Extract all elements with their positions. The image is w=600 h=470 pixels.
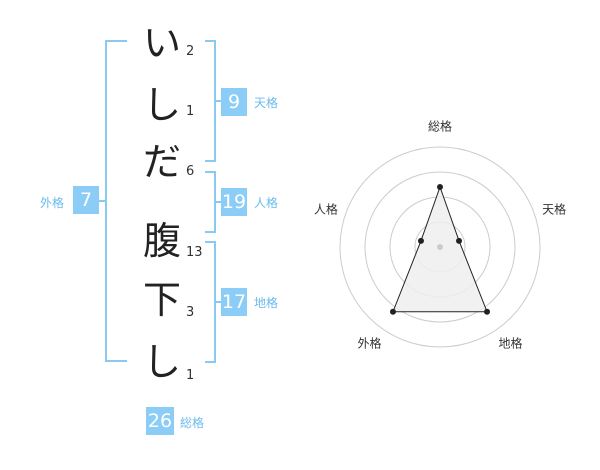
name-char: だ — [142, 140, 181, 184]
radar-center-dot — [437, 244, 443, 250]
name-char: し — [142, 83, 181, 127]
sokaku-value: 26 — [146, 407, 174, 435]
radar-ring — [364, 171, 516, 323]
radar-axis-label: 外格 — [357, 336, 381, 351]
stroke-count: 3 — [186, 305, 195, 320]
radar-ring — [339, 146, 541, 348]
radar-axis-label: 人格 — [314, 201, 338, 216]
radar-point — [437, 184, 443, 190]
chikaku-label: 地格 — [254, 296, 279, 310]
tenkaku-bracket-tick — [214, 100, 221, 102]
tenkaku-label: 天格 — [254, 96, 279, 110]
jinkaku-bracket-tick — [214, 201, 221, 203]
jinkaku-label: 人格 — [254, 196, 279, 210]
gaikaku-bracket-tick — [97, 200, 106, 202]
stroke-count: 13 — [186, 245, 203, 260]
jinkaku-value: 19 — [221, 188, 247, 216]
name-char: 腹 — [142, 219, 181, 263]
stroke-count: 2 — [186, 44, 195, 59]
radar-axis-label: 総格 — [428, 119, 452, 134]
gaikaku-value: 7 — [73, 186, 99, 214]
stroke-count: 1 — [186, 368, 195, 383]
radar-point — [456, 237, 463, 244]
gaikaku-bracket — [105, 40, 127, 362]
radar-axis-label: 天格 — [542, 201, 566, 216]
chikaku-value: 17 — [221, 288, 247, 316]
radar-axis-label: 地格 — [499, 336, 523, 351]
name-char: 下 — [142, 278, 181, 322]
stroke-count: 6 — [186, 164, 195, 179]
chikaku-bracket-tick — [214, 301, 221, 303]
stroke-count: 1 — [186, 104, 195, 119]
radar-point — [389, 308, 396, 315]
tenkaku-value: 9 — [221, 88, 247, 116]
name-char: い — [142, 21, 181, 65]
gaikaku-label: 外格 — [40, 196, 65, 210]
sokaku-label: 総格 — [180, 416, 205, 430]
radar-point — [484, 308, 491, 315]
name-char: し — [142, 340, 181, 384]
radar-point — [417, 237, 424, 244]
